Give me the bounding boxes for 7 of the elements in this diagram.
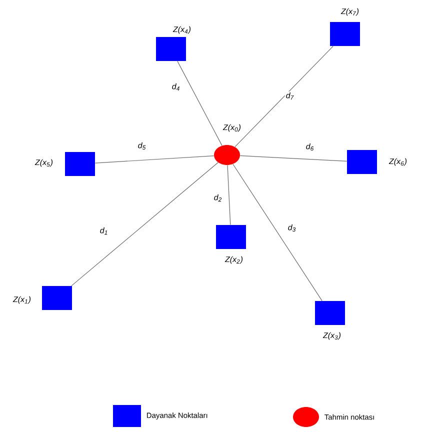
connector-line xyxy=(177,60,222,146)
connector-line xyxy=(232,164,322,302)
connector-line xyxy=(71,162,218,286)
connector-line xyxy=(94,156,214,164)
connector-line xyxy=(234,46,334,148)
connector-line xyxy=(227,164,231,226)
connector-line xyxy=(240,155,348,162)
